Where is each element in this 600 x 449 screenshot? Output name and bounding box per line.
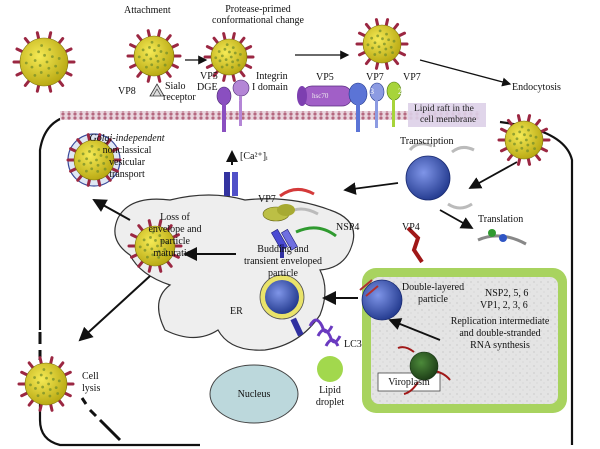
label-sialo-2: receptor bbox=[163, 92, 196, 103]
virus-entry bbox=[355, 18, 409, 70]
integrin-receptor bbox=[216, 79, 250, 132]
mrna-strands bbox=[279, 142, 527, 246]
label-receptor-1: 1 bbox=[236, 94, 240, 103]
label-repl-2: and double-stranded bbox=[459, 328, 541, 339]
plasma-membrane bbox=[60, 111, 480, 120]
arrow-maturation-to-vesicle bbox=[92, 199, 131, 221]
virus-primed bbox=[203, 32, 255, 82]
virus-particles bbox=[12, 18, 551, 412]
label-budding-3: particle bbox=[268, 268, 298, 279]
arrow-to-endocytosis bbox=[419, 59, 512, 87]
label-nsp4: NSP4 bbox=[336, 222, 360, 233]
label-translation: Translation bbox=[478, 214, 524, 225]
label-golgi-2: nonclassical bbox=[102, 145, 152, 156]
label-loss-2: envelope and bbox=[148, 224, 202, 235]
label-nsp-2: VP1, 2, 3, 6 bbox=[480, 300, 528, 311]
label-raft-2: cell membrane bbox=[420, 115, 477, 125]
virus-vesicle bbox=[66, 133, 122, 187]
nucleus bbox=[209, 364, 299, 424]
label-vp5-dge-1: VP5 bbox=[200, 71, 218, 82]
label-golgi-3: vesicular bbox=[108, 157, 146, 168]
cell-boundary-left bbox=[38, 113, 76, 330]
label-dlp-1: Double-layered bbox=[401, 282, 465, 293]
label-loss-1: Loss of bbox=[160, 212, 190, 223]
label-calcium: [Ca²⁺]ᵢ bbox=[240, 151, 268, 162]
label-vp7-b: VP7 bbox=[403, 72, 421, 83]
label-repl-1: Replication intermediate bbox=[450, 316, 550, 327]
arrow-replication-to-dlp bbox=[388, 318, 441, 341]
transcribing-dlp bbox=[405, 155, 451, 201]
label-repl-3: RNA synthesis bbox=[470, 340, 530, 351]
label-raft-1: Lipid raft in the bbox=[414, 104, 474, 114]
label-cell-1: Cell bbox=[82, 371, 99, 382]
label-attachment: Attachment bbox=[124, 5, 171, 16]
label-vp5-right: VP5 bbox=[316, 72, 334, 83]
label-er: ER bbox=[230, 306, 243, 317]
lipid-droplet bbox=[317, 356, 343, 382]
arrow-endocytosis-to-transcription bbox=[468, 161, 518, 189]
label-integrin-2: I domain bbox=[252, 82, 288, 93]
label-protease-1: Protease-primed bbox=[225, 4, 291, 15]
label-transcription: Transcription bbox=[400, 136, 454, 147]
virus-released bbox=[17, 356, 75, 412]
label-vp8: VP8 bbox=[118, 86, 136, 97]
label-golgi-4: transport bbox=[109, 169, 145, 180]
label-receptor-3: 3 bbox=[370, 87, 374, 96]
label-vp4: VP4 bbox=[402, 222, 420, 233]
label-nsp-1: NSP2, 5, 6 bbox=[485, 288, 529, 299]
label-loss-3: particle bbox=[160, 236, 190, 247]
label-receptor-2: 2 bbox=[398, 87, 402, 96]
vp4-protein bbox=[406, 226, 424, 264]
label-dlp-2: particle bbox=[418, 294, 448, 305]
label-hsc70: hsc70 bbox=[312, 92, 329, 100]
virus-attachment bbox=[126, 29, 182, 83]
label-protease-2: conformational change bbox=[212, 15, 304, 26]
label-budding-1: Budding and bbox=[257, 244, 309, 255]
label-cell-2: lysis bbox=[82, 383, 101, 394]
label-golgi-1: Golgi-independent bbox=[89, 133, 165, 144]
label-lipid-2: droplet bbox=[315, 397, 345, 408]
label-vp5-dge-2: DGE bbox=[197, 82, 218, 93]
label-vp7-a: VP7 bbox=[366, 72, 384, 83]
label-integrin-1: Integrin bbox=[256, 71, 288, 82]
label-viroplasm: Viroplasm bbox=[388, 377, 430, 388]
sialo-receptor-shape bbox=[149, 83, 165, 97]
label-lc3: LC3 bbox=[344, 339, 362, 350]
label-loss-4: maturation bbox=[153, 248, 197, 259]
lipid-raft-box bbox=[408, 103, 486, 127]
cell-lysis-break-2 bbox=[80, 397, 122, 442]
virus-free bbox=[12, 31, 76, 93]
label-vp7-er: VP7 bbox=[258, 194, 276, 205]
budding-particle bbox=[259, 274, 305, 320]
vp7-er-cluster bbox=[262, 204, 295, 222]
label-sialo-1: Sialo bbox=[165, 81, 186, 92]
calcium-channel bbox=[224, 172, 238, 196]
nsp4-protein bbox=[270, 228, 298, 258]
entry-receptors bbox=[297, 81, 402, 132]
label-lipid-1: Lipid bbox=[319, 385, 341, 396]
lc3-protein bbox=[308, 318, 342, 347]
arrow-maturation-to-lysis bbox=[78, 275, 151, 342]
virus-mature bbox=[127, 219, 183, 273]
label-endocytosis: Endocytosis bbox=[512, 82, 561, 93]
viroplasm-dlp bbox=[359, 279, 403, 321]
virus-endocytosed bbox=[497, 114, 551, 166]
replication-intermediate bbox=[397, 346, 451, 395]
arrow-to-translation bbox=[439, 209, 474, 229]
label-budding-2: transient enveloped bbox=[243, 256, 323, 267]
lc3-anchor bbox=[290, 317, 304, 337]
label-nucleus: Nucleus bbox=[237, 389, 271, 400]
arrow-transcription-to-mrna bbox=[343, 182, 399, 195]
